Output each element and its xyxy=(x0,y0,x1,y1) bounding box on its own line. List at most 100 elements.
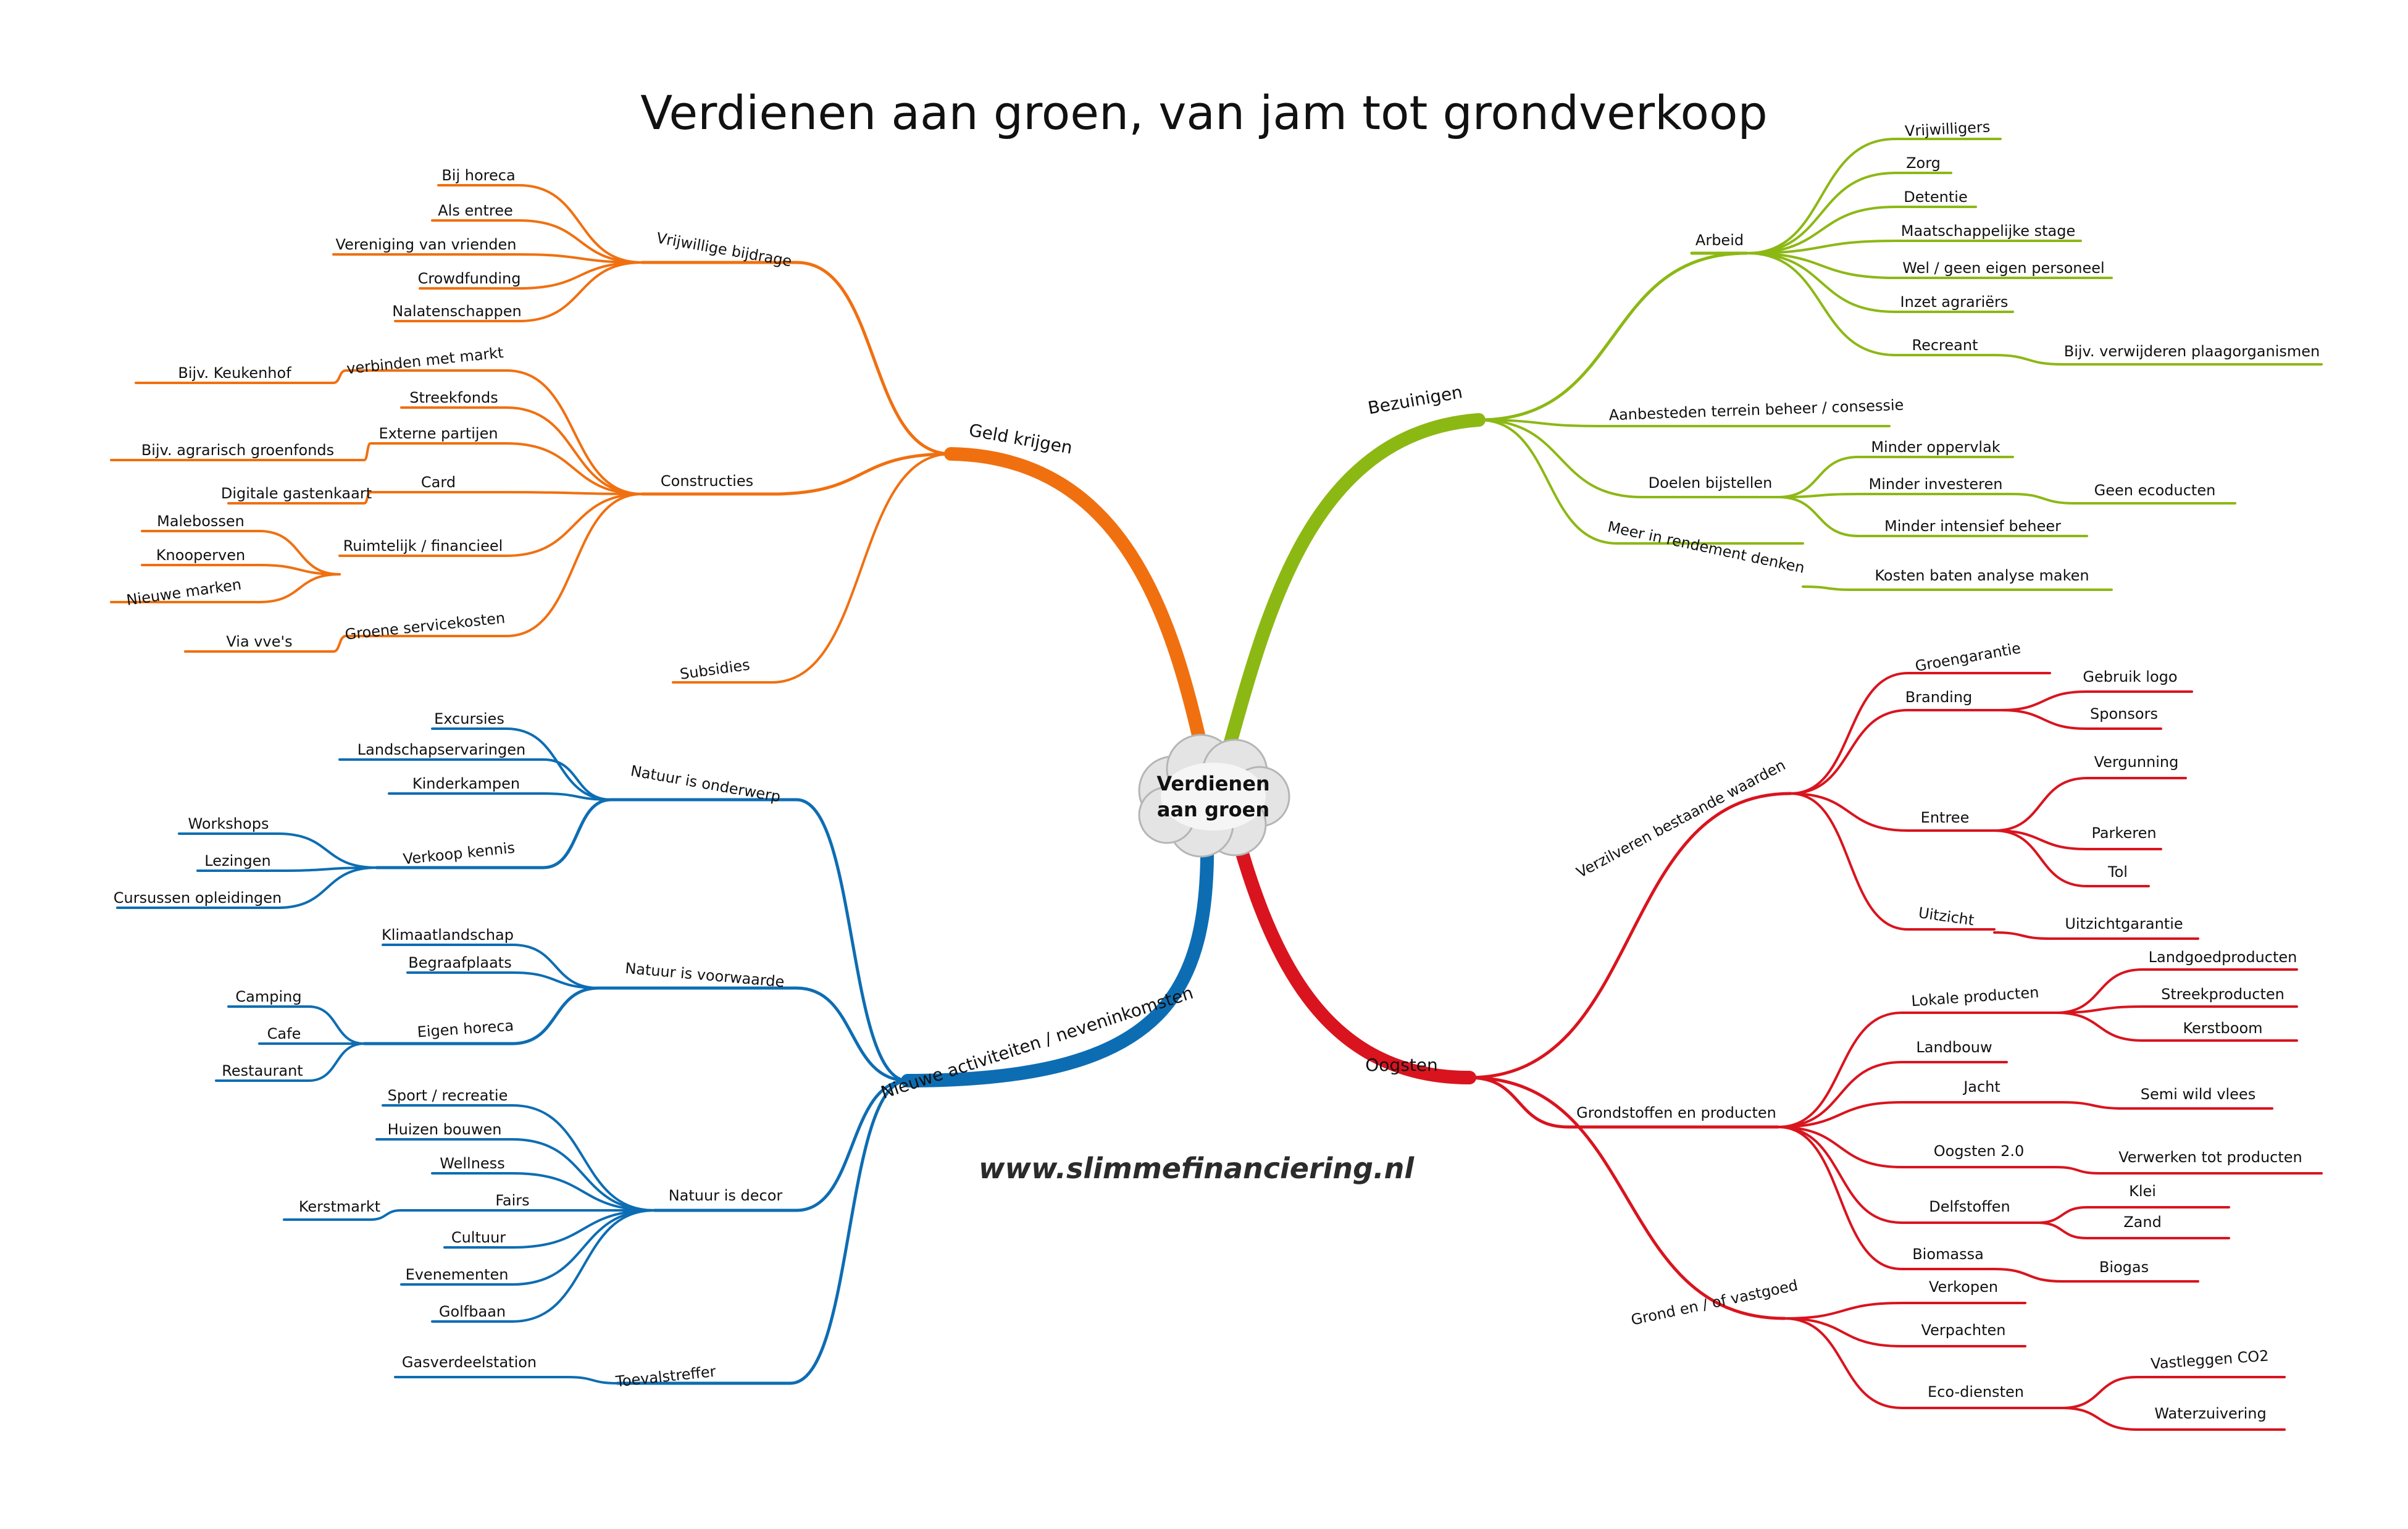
node-verzilveren[interactable]: Verzilveren bestaande waarden xyxy=(1574,756,1789,882)
leaf-sponsors[interactable]: Sponsors xyxy=(2090,705,2158,723)
leaf-malebossen[interactable]: Malebossen xyxy=(157,513,245,530)
leaf-biogas[interactable]: Biogas xyxy=(2099,1259,2149,1276)
leaf-kinderkampen[interactable]: Kinderkampen xyxy=(412,775,520,792)
leaf-via-vve-s[interactable]: Via vve's xyxy=(226,633,292,650)
leaf-kerstboom[interactable]: Kerstboom xyxy=(2183,1020,2262,1037)
leaf-workshops[interactable]: Workshops xyxy=(188,815,269,832)
leaf-wel-geen-eigen-personeel[interactable]: Wel / geen eigen personeel xyxy=(1902,259,2104,277)
leaf-nalatenschappen[interactable]: Nalatenschappen xyxy=(392,303,521,320)
node-jacht[interactable]: Jacht xyxy=(1962,1078,2000,1095)
leaf-als-entree[interactable]: Als entree xyxy=(438,202,512,219)
node-eigen-horeca[interactable]: Eigen horeca xyxy=(417,1017,514,1041)
leaf-inzet-agrari-rs[interactable]: Inzet agrariërs xyxy=(1900,293,2009,311)
leaf-recreant[interactable]: Recreant xyxy=(1912,337,1978,354)
leaf-detentie[interactable]: Detentie xyxy=(1904,188,1967,206)
leaf-minder-intensief-beheer[interactable]: Minder intensief beheer xyxy=(1884,517,2061,535)
node-arbeid[interactable]: Arbeid xyxy=(1695,232,1744,249)
branch-oogsten[interactable]: Oogsten xyxy=(1365,1055,1437,1075)
leaf-fairs[interactable]: Fairs xyxy=(495,1192,529,1209)
branch-bezuinigen[interactable]: Bezuinigen xyxy=(1366,382,1464,418)
branch-nieuwe-activiteiten[interactable]: Nieuwe activiteiten / neveninkomsten xyxy=(879,982,1196,1103)
leaf-lezingen[interactable]: Lezingen xyxy=(204,852,270,869)
leaf-camping[interactable]: Camping xyxy=(235,988,301,1005)
leaf-digitale-gastenkaart[interactable]: Digitale gastenkaart xyxy=(221,485,372,502)
leaf-landschapservaringen[interactable]: Landschapservaringen xyxy=(357,741,525,758)
leaf-golfbaan[interactable]: Golfbaan xyxy=(439,1303,506,1320)
node-grondstoffen[interactable]: Grondstoffen en producten xyxy=(1576,1104,1776,1121)
node-oogsten-2-0[interactable]: Oogsten 2.0 xyxy=(1934,1142,2025,1160)
node-meer-in-rendement[interactable]: Meer in rendement denken xyxy=(1606,518,1806,577)
leaf-minder-oppervlak[interactable]: Minder oppervlak xyxy=(1871,438,2000,456)
leaf-bijv-keukenhof[interactable]: Bijv. Keukenhof xyxy=(178,364,291,382)
node-toevalstreffer[interactable]: Toevalstreffer xyxy=(614,1363,717,1391)
node-verbinden-met-markt[interactable]: verbinden met markt xyxy=(346,344,504,378)
leaf-kosten-baten[interactable]: Kosten baten analyse maken xyxy=(1875,567,2089,584)
node-delfstoffen[interactable]: Delfstoffen xyxy=(1929,1198,2010,1215)
leaf-klimaatlandschap[interactable]: Klimaatlandschap xyxy=(382,926,514,944)
node-uitzicht[interactable]: Uitzicht xyxy=(1917,904,1975,929)
leaf-knooperven[interactable]: Knooperven xyxy=(156,547,245,564)
node-natuur-decor[interactable]: Natuur is decor xyxy=(669,1187,783,1204)
leaf-klei[interactable]: Klei xyxy=(2129,1183,2156,1200)
leaf-groengarantie[interactable]: Groengarantie xyxy=(1914,639,2022,675)
leaf-bijv-verwijderen-plaagorganismen[interactable]: Bijv. verwijderen plaagorganismen xyxy=(2064,343,2320,360)
leaf-zand[interactable]: Zand xyxy=(2123,1213,2162,1231)
leaf-semi-wild-vlees[interactable]: Semi wild vlees xyxy=(2141,1086,2255,1103)
leaf-landgoedproducten[interactable]: Landgoedproducten xyxy=(2149,949,2297,966)
leaf-landbouw[interactable]: Landbouw xyxy=(1916,1039,1992,1056)
leaf-vereniging-van-vrienden[interactable]: Vereniging van vrienden xyxy=(336,236,517,253)
leaf-cafe[interactable]: Cafe xyxy=(267,1025,301,1042)
leaf-gasverdeelstation[interactable]: Gasverdeelstation xyxy=(402,1354,537,1371)
leaf-uitzichtgarantie[interactable]: Uitzichtgarantie xyxy=(2065,915,2183,932)
node-verkoop-kennis[interactable]: Verkoop kennis xyxy=(402,839,516,868)
node-groene-servicekosten[interactable]: Groene servicekosten xyxy=(344,610,506,643)
leaf-evenementen[interactable]: Evenementen xyxy=(406,1266,509,1283)
leaf-bij-horeca[interactable]: Bij horeca xyxy=(441,167,515,184)
node-streekfonds[interactable]: Streekfonds xyxy=(409,389,498,406)
leaf-recreant-connector xyxy=(1746,252,1996,356)
leaf-nieuwe-marken[interactable]: Nieuwe marken xyxy=(125,576,243,609)
leaf-vergunning[interactable]: Vergunning xyxy=(2094,753,2179,771)
leaf-parkeren[interactable]: Parkeren xyxy=(2091,824,2156,842)
node-biomassa[interactable]: Biomassa xyxy=(1912,1246,1984,1263)
leaf-huizen-bouwen[interactable]: Huizen bouwen xyxy=(388,1121,502,1138)
leaf-verwerken[interactable]: Verwerken tot producten xyxy=(2118,1149,2302,1166)
leaf-wellness[interactable]: Wellness xyxy=(440,1155,504,1172)
leaf-vrijwilligers[interactable]: Vrijwilligers xyxy=(1904,118,1991,140)
leaf-gebruik-logo[interactable]: Gebruik logo xyxy=(2083,668,2177,685)
leaf-zorg[interactable]: Zorg xyxy=(1906,154,1941,172)
leaf-streekproducten[interactable]: Streekproducten xyxy=(2161,986,2285,1003)
leaf-cursussen-opleidingen[interactable]: Cursussen opleidingen xyxy=(114,889,282,907)
node-subsidies[interactable]: Subsidies xyxy=(679,656,751,683)
node-grond-vastgoed[interactable]: Grond en / of vastgoed xyxy=(1629,1276,1799,1329)
leaf-sport-recreatie[interactable]: Sport / recreatie xyxy=(388,1087,508,1104)
node-ruimtelijk-financieel[interactable]: Ruimtelijk / financieel xyxy=(343,537,503,555)
leaf-geen-ecoducten[interactable]: Geen ecoducten xyxy=(2094,482,2216,499)
leaf-restaurant[interactable]: Restaurant xyxy=(222,1062,303,1079)
leaf-cultuur[interactable]: Cultuur xyxy=(451,1229,506,1246)
leaf-minder-investeren[interactable]: Minder investeren xyxy=(1869,475,2003,493)
node-branding[interactable]: Branding xyxy=(1905,689,1973,706)
leaf-vastleggen-co2[interactable]: Vastleggen CO2 xyxy=(2150,1347,2269,1372)
leaf-bijv-agrarisch-groenfonds[interactable]: Bijv. agrarisch groenfonds xyxy=(141,442,334,459)
leaf-maatschappelijke-stage[interactable]: Maatschappelijke stage xyxy=(1901,222,2075,240)
leaf-kerstmarkt[interactable]: Kerstmarkt xyxy=(299,1198,380,1215)
node-constructies[interactable]: Constructies xyxy=(661,472,753,490)
node-natuur-voorwaarde[interactable]: Natuur is voorwaarde xyxy=(624,960,785,991)
node-lokale-producten[interactable]: Lokale producten xyxy=(1911,984,2040,1010)
website-url[interactable]: www.slimmefinanciering.nl xyxy=(979,1152,1415,1185)
node-entree[interactable]: Entree xyxy=(1921,809,1970,826)
leaf-verpachten[interactable]: Verpachten xyxy=(1921,1322,2006,1339)
leaf-waterzuivering[interactable]: Waterzuivering xyxy=(2154,1405,2266,1422)
node-card[interactable]: Card xyxy=(421,474,456,491)
node-doelen-bijstellen[interactable]: Doelen bijstellen xyxy=(1649,474,1773,492)
node-externe-partijen[interactable]: Externe partijen xyxy=(378,425,498,442)
leaf-tol[interactable]: Tol xyxy=(2107,863,2128,881)
node-aanbesteden[interactable]: Aanbesteden terrein beheer / consessie xyxy=(1608,396,1904,424)
leaf-begraafplaats[interactable]: Begraafplaats xyxy=(408,954,511,971)
leaf-crowdfunding[interactable]: Crowdfunding xyxy=(418,270,521,287)
leaf-verkopen[interactable]: Verkopen xyxy=(1929,1278,1998,1296)
leaf-excursies[interactable]: Excursies xyxy=(434,710,504,727)
node-eco-diensten[interactable]: Eco-diensten xyxy=(1928,1383,2024,1401)
